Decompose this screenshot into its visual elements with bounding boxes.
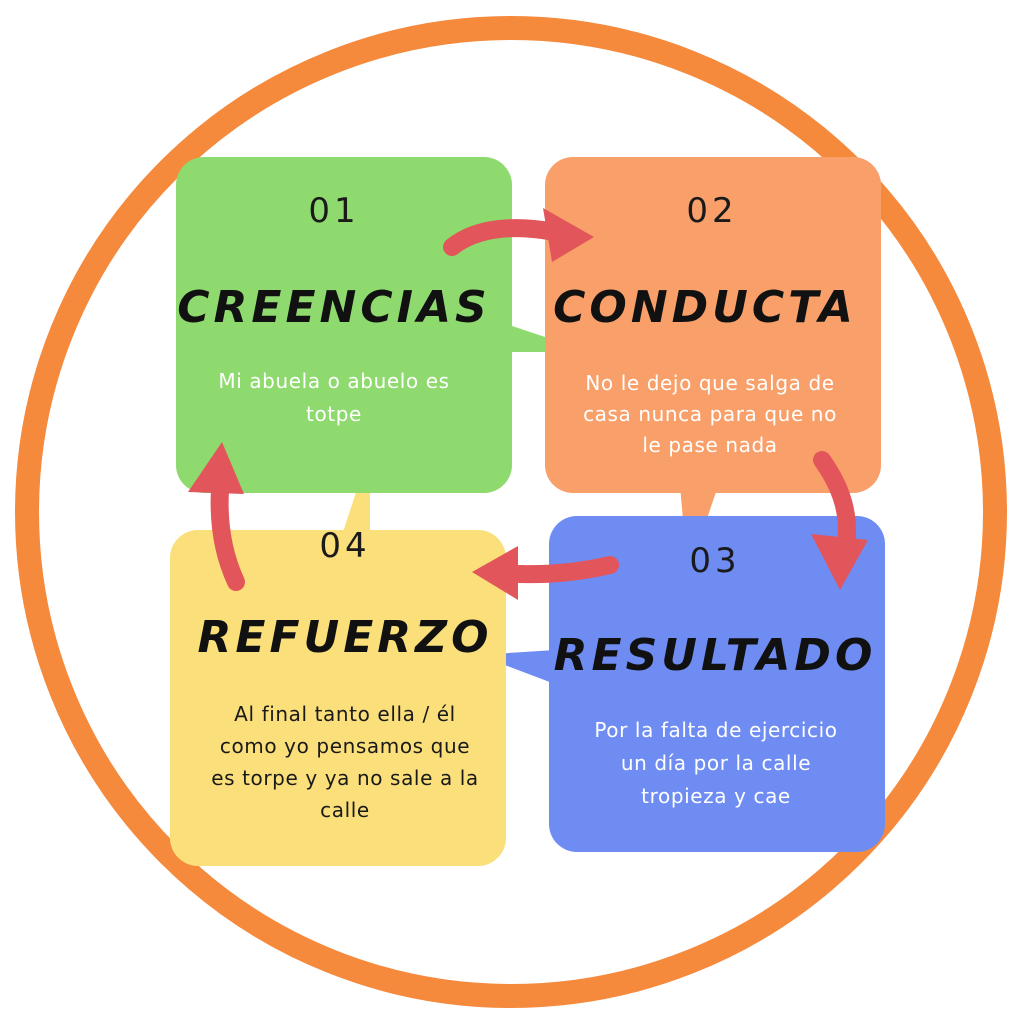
arrow-3-shaft: [511, 556, 619, 584]
refuerzo-description-line: calle: [320, 798, 370, 822]
arrow-4-head: [188, 442, 244, 494]
outer-ring: [15, 16, 1007, 1008]
arrow-2-shaft: [813, 451, 856, 554]
resultado-number: 03: [689, 541, 740, 581]
creencias-box: [176, 157, 512, 493]
resultado-title: RESULTADO: [554, 630, 877, 681]
arrow-creencias-to-conducta: [443, 208, 594, 262]
arrow-1-shaft: [443, 219, 564, 256]
arrow-4-shaft: [210, 481, 245, 591]
resultado-description: Por la falta de ejercicio un día por la c…: [594, 718, 837, 808]
resultado-description-line: Por la falta de ejercicio: [594, 718, 837, 742]
refuerzo-description-line: es torpe y ya no sale a la: [211, 766, 479, 790]
conducta-box: [545, 157, 881, 493]
refuerzo-description-line: como yo pensamos que: [220, 734, 470, 758]
refuerzo-box: [170, 530, 506, 866]
arrow-1-head: [543, 208, 594, 262]
arrow-3-head: [472, 546, 518, 600]
refuerzo-number: 04: [319, 526, 370, 566]
refuerzo-description-line: Al final tanto ella / él: [234, 702, 456, 726]
resultado-description-line: un día por la calle: [621, 751, 811, 775]
creencias-description-line: totpe: [306, 402, 362, 426]
arrow-refuerzo-to-creencias: [188, 442, 245, 591]
refuerzo-description: Al final tanto ella / él como yo pensamos…: [211, 702, 479, 822]
conducta-description-line: casa nunca para que no: [583, 402, 837, 426]
conducta-number: 02: [686, 191, 737, 231]
conducta-title: CONDUCTA: [553, 282, 857, 333]
conducta-description-line: No le dejo que salga de: [585, 371, 834, 395]
arrow-2-head: [811, 534, 868, 590]
conducta-description: No le dejo que salga de casa nunca para q…: [583, 371, 837, 457]
resultado-box: [549, 516, 885, 852]
resultado-description-line: tropieza y cae: [641, 784, 791, 808]
creencias-description-line: Mi abuela o abuelo es: [218, 369, 449, 393]
arrow-conducta-to-resultado: [811, 451, 868, 590]
conducta-description-line: le pase nada: [642, 433, 777, 457]
creencias-description: Mi abuela o abuelo es totpe: [218, 369, 449, 426]
arrow-resultado-to-refuerzo: [472, 546, 619, 600]
creencias-number: 01: [308, 191, 359, 231]
creencias-title: CREENCIAS: [177, 282, 491, 333]
refuerzo-title: REFUERZO: [198, 612, 493, 663]
